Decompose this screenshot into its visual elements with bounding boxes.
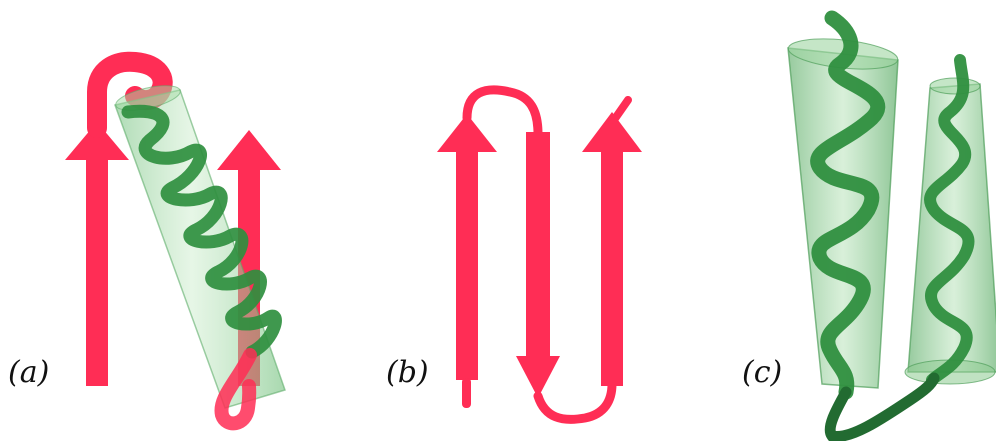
panel-b-middle-strand-arrow [516,132,560,398]
panel-a-bottom-loop [214,348,257,431]
panel-b-left-strand-arrow [437,114,497,408]
panel-a-label: (a) [8,355,49,390]
panel-c-label: (c) [742,355,782,390]
panel-b-right-strand-arrow [582,96,642,386]
panel-c-right-helix-ribbon [924,54,975,386]
panel-c-connecting-loop [824,372,940,441]
panel-b-bottom-loop [533,379,617,424]
panel-a-left-strand-arrow [65,122,129,386]
panel-a-helix-ribbon [121,104,282,359]
panel-c: (c) [742,10,996,441]
panel-b-label: (b) [386,355,429,390]
panel-a: (a) [8,51,286,431]
panel-b: (b) [386,85,642,424]
panel-b-top-loop [462,85,543,139]
panel-c-left-helix-cylinder [787,38,899,389]
panel-c-left-helix-ribbon [810,10,886,400]
